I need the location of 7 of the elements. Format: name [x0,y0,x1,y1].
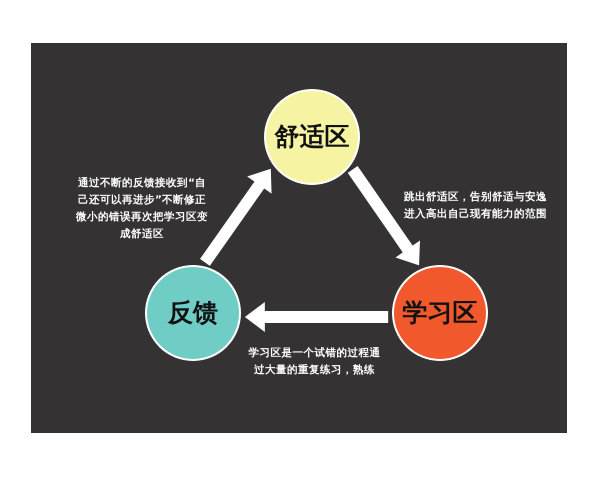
zone-label: 反馈 [168,298,218,328]
edge-label: 跳出舒适区，告别舒适与安逸进入高出自己现有能力的范围 [404,190,548,222]
edge-label: 通过不断的反馈接收到“自己还可以再进步”不断修正微小的错误再次把学习区变成舒适区 [75,176,209,242]
arrow [244,302,388,332]
zone-label: 舒适区 [274,122,350,152]
edge-label: 学习区是一个试错的过程通过大量的重复练习，熟练 [248,346,382,378]
zone-label: 学习区 [402,298,478,328]
